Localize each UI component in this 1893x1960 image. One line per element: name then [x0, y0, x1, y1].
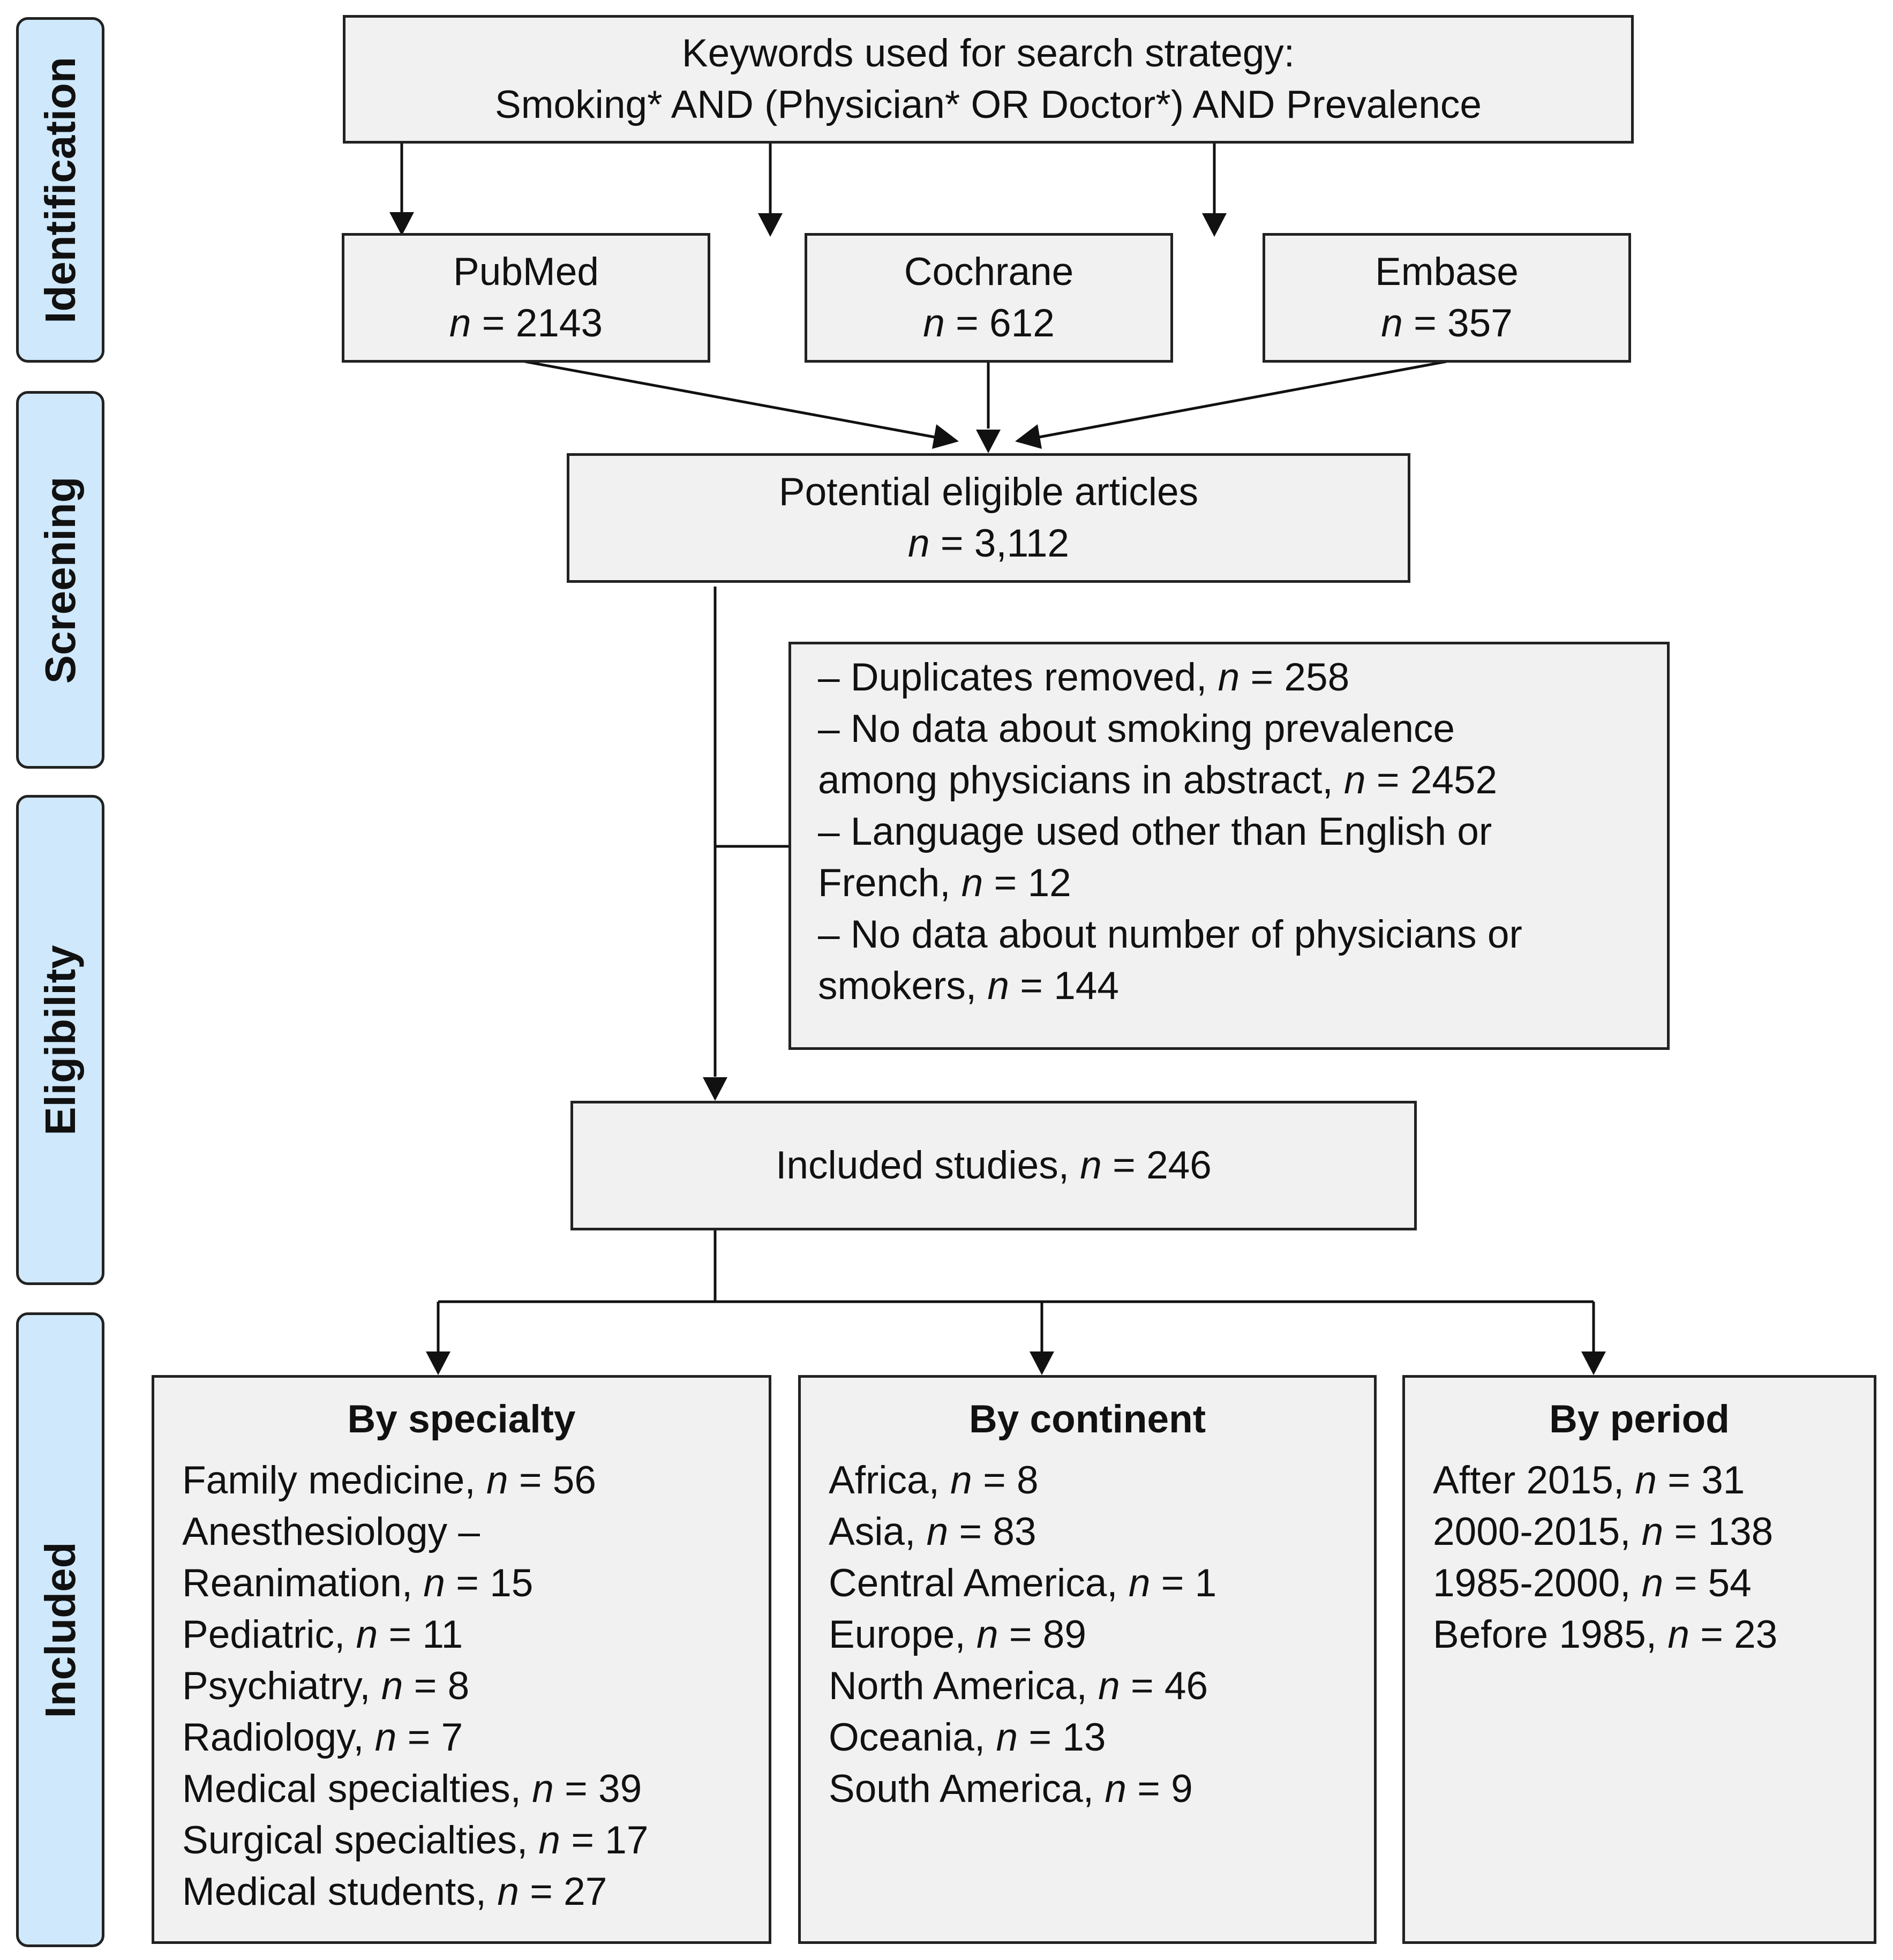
arrowhead: [703, 1077, 727, 1101]
arrowhead: [758, 213, 783, 237]
search-title: Keywords used for search strategy:: [681, 32, 1295, 75]
database-cochrane-box: Cochrane n = 612: [805, 233, 1173, 363]
continent-item: Asia, n = 83: [829, 1510, 1036, 1553]
stage-identification: Identification: [16, 17, 104, 363]
arrowhead: [389, 212, 414, 236]
continent-item: Oceania, n = 13: [829, 1716, 1106, 1759]
exclusion-line: smokers, n = 144: [818, 964, 1119, 1008]
included-studies-box: Included studies, n = 246: [570, 1101, 1417, 1230]
arrowhead: [1202, 213, 1227, 237]
specialty-item: Pediatric, n = 11: [182, 1613, 463, 1656]
continent-box: By continent Africa, n = 8 Asia, n = 83 …: [798, 1375, 1377, 1944]
potential-title: Potential eligible articles: [778, 470, 1199, 514]
period-item: After 2015, n = 31: [1433, 1459, 1745, 1502]
potential-count: n = 3,112: [907, 522, 1070, 565]
period-item: 1985-2000, n = 54: [1433, 1561, 1752, 1605]
search-query: Smoking* AND (Physician* OR Doctor*) AND…: [495, 83, 1482, 126]
stage-eligibility: Eligibility: [16, 795, 104, 1285]
continent-item: Europe, n = 89: [829, 1613, 1086, 1656]
database-pubmed-box: PubMed n = 2143: [342, 233, 710, 363]
arrowhead: [932, 424, 959, 449]
exclusion-line: among physicians in abstract, n = 2452: [818, 759, 1498, 802]
database-count: n = 612: [923, 302, 1055, 345]
arrowhead: [976, 430, 1001, 453]
exclusion-line: – Duplicates removed, n = 258: [818, 656, 1350, 699]
period-item: 2000-2015, n = 138: [1433, 1510, 1774, 1553]
arrow-embase-to-potential: [1039, 360, 1447, 439]
exclusion-line: – No data about smoking prevalence: [818, 707, 1455, 750]
database-count: n = 357: [1381, 302, 1513, 345]
specialty-item: Radiology, n = 7: [182, 1716, 463, 1759]
continent-title: By continent: [968, 1398, 1206, 1441]
specialty-box: By specialty Family medicine, n = 56 Ane…: [152, 1375, 771, 1944]
arrowhead: [1581, 1351, 1606, 1375]
stage-screening: Screening: [16, 391, 104, 769]
database-embase-box: Embase n = 357: [1263, 233, 1631, 363]
stage-included: Included: [16, 1312, 104, 1947]
exclusion-line: – No data about number of physicians or: [818, 913, 1522, 956]
potential-articles-box: Potential eligible articles n = 3,112: [567, 453, 1410, 583]
exclusions-box: – Duplicates removed, n = 258 – No data …: [788, 642, 1670, 1050]
period-title: By period: [1549, 1398, 1730, 1441]
included-count: Included studies, n = 246: [776, 1144, 1212, 1187]
arrowhead: [1015, 424, 1042, 449]
database-count: n = 2143: [449, 302, 603, 345]
specialty-item: Medical specialties, n = 39: [182, 1767, 642, 1811]
specialty-item: Reanimation, n = 15: [182, 1561, 534, 1605]
specialty-title: By specialty: [347, 1398, 576, 1441]
continent-item: Central America, n = 1: [829, 1561, 1217, 1605]
specialty-item: Medical students, n = 27: [182, 1870, 607, 1913]
specialty-item: Surgical specialties, n = 17: [182, 1819, 649, 1862]
period-box: By period After 2015, n = 31 2000-2015, …: [1402, 1375, 1876, 1944]
database-name: PubMed: [453, 250, 599, 294]
database-name: Cochrane: [904, 250, 1074, 294]
continent-item: South America, n = 9: [829, 1767, 1193, 1811]
specialty-item: Psychiatry, n = 8: [182, 1664, 470, 1708]
period-item: Before 1985, n = 23: [1433, 1613, 1778, 1656]
arrowhead: [426, 1351, 450, 1375]
arrow-pubmed-to-potential: [524, 360, 935, 439]
continent-item: North America, n = 46: [829, 1664, 1208, 1708]
continent-item: Africa, n = 8: [829, 1459, 1039, 1502]
specialty-item: Family medicine, n = 56: [182, 1459, 596, 1502]
database-name: Embase: [1375, 250, 1519, 294]
exclusion-line: – Language used other than English or: [818, 810, 1492, 853]
arrowhead: [1030, 1351, 1054, 1375]
specialty-item: Anesthesiology –: [182, 1510, 480, 1553]
exclusion-line: French, n = 12: [818, 861, 1071, 905]
search-strategy-box: Keywords used for search strategy: Smoki…: [343, 15, 1634, 144]
